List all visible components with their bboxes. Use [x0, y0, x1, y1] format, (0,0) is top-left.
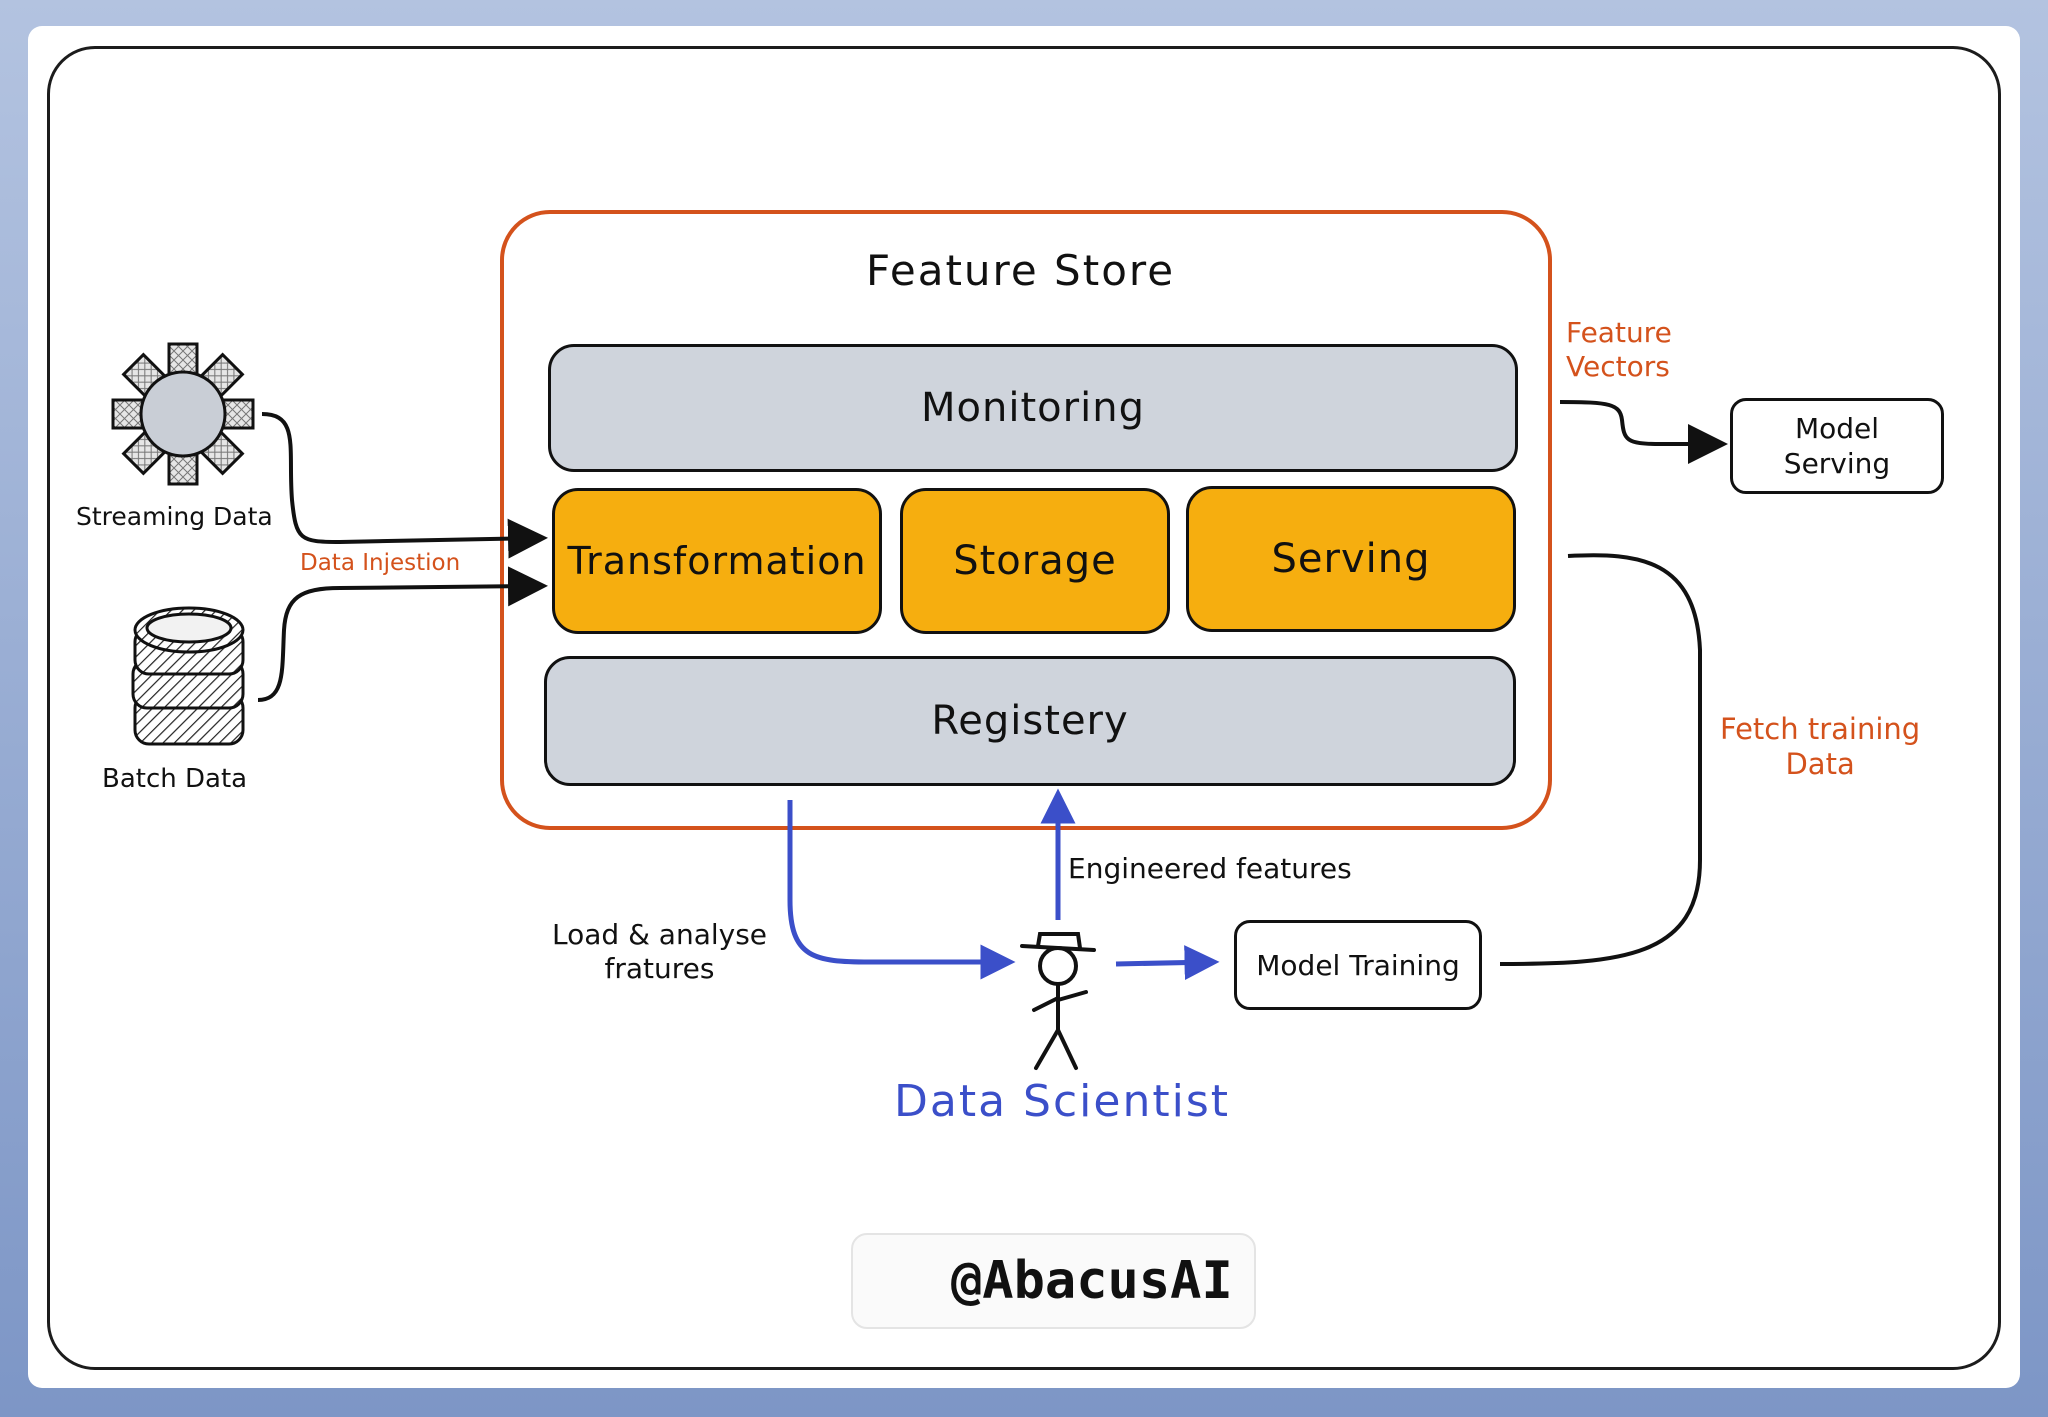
registry-block: Registery: [544, 656, 1516, 786]
batch-arrow: [257, 566, 548, 702]
batch-data-label: Batch Data: [102, 764, 248, 794]
engineered-features-label: Engineered features: [1068, 852, 1352, 885]
abacus-logo-spacer: [881, 1255, 933, 1307]
monitoring-block: Monitoring: [548, 344, 1518, 472]
feature-store-title: Feature Store: [866, 246, 1176, 295]
fetch-training-connector: [1499, 553, 1702, 966]
feature-vectors-label: Feature Vectors: [1566, 316, 1672, 383]
transformation-label: Transformation: [567, 539, 867, 583]
transformation-block: Transformation: [552, 488, 882, 634]
feature-vectors-arrow: [1559, 400, 1728, 464]
scientist-to-training-arrow: [1115, 945, 1220, 981]
model-training-label: Model Training: [1256, 948, 1460, 982]
load-analyse-arrow: [787, 800, 1016, 980]
monitoring-label: Monitoring: [921, 385, 1145, 431]
batch-data-icon: [131, 606, 245, 746]
data-scientist-label: Data Scientist: [894, 1076, 1230, 1127]
storage-label: Storage: [953, 538, 1117, 584]
streaming-arrow: [261, 412, 548, 559]
feature-vectors-line-2: Vectors: [1566, 349, 1670, 383]
serving-label: Serving: [1271, 536, 1431, 582]
fetch-training-line-1: Fetch training: [1720, 712, 1921, 746]
serving-block: Serving: [1186, 486, 1516, 632]
load-analyse-line-1: Load & analyse: [552, 918, 768, 951]
streaming-data-label: Streaming Data: [76, 502, 273, 531]
fetch-training-line-2: Data: [1785, 746, 1855, 781]
feature-vectors-line-1: Feature: [1566, 316, 1672, 349]
data-ingestion-label: Data Injestion: [300, 550, 461, 576]
load-analyse-label: Load & analyse fratures: [552, 918, 767, 985]
abacus-badge: @AbacusAI: [851, 1233, 1256, 1329]
data-scientist-figure: [1020, 932, 1096, 1070]
registry-label: Registery: [931, 698, 1129, 744]
model-serving-line-2: Serving: [1783, 447, 1891, 480]
model-serving-line-1: Model: [1794, 412, 1880, 445]
abacus-handle: @AbacusAI: [951, 1251, 1233, 1311]
load-analyse-line-2: fratures: [604, 951, 715, 985]
feature-store-border: [500, 210, 1552, 830]
streaming-data-icon: [111, 342, 255, 486]
fetch-training-label: Fetch training Data: [1720, 712, 1920, 782]
model-training-box: Model Training: [1234, 920, 1482, 1010]
diagram-frame: [47, 46, 2001, 1370]
model-serving-box: Model Serving: [1730, 398, 1944, 494]
storage-block: Storage: [900, 488, 1170, 634]
